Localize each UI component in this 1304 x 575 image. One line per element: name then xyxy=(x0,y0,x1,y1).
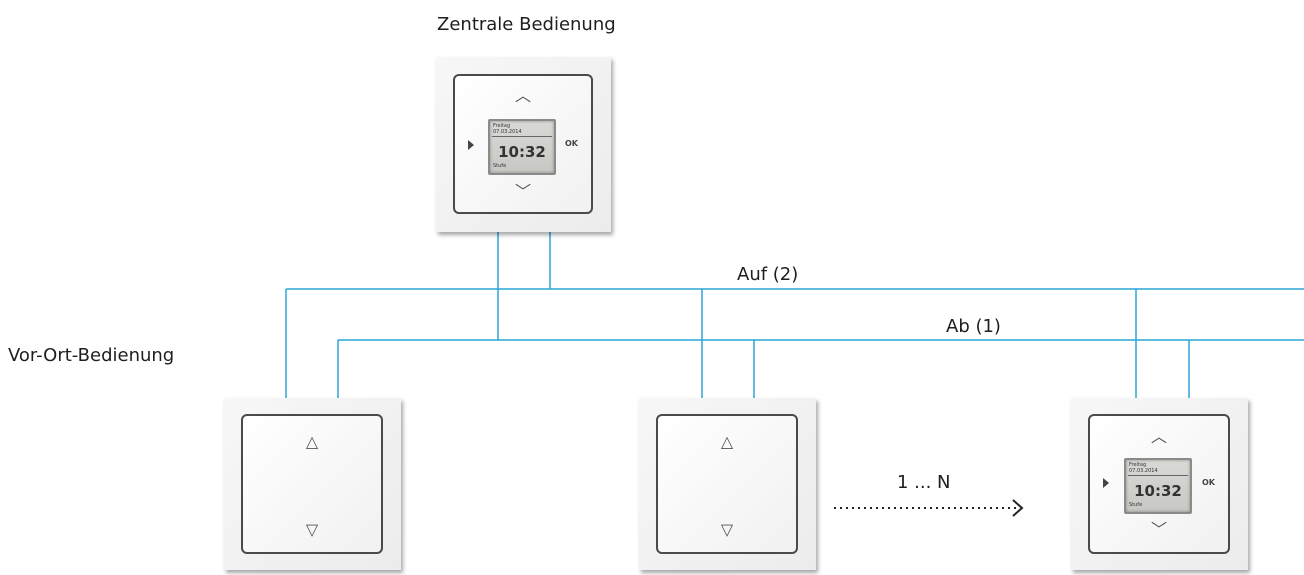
play-marker-icon xyxy=(468,140,474,150)
display-footer: Stufe xyxy=(1129,502,1143,508)
chevron-down-icon: ﹀ xyxy=(1150,520,1167,539)
local-switch-2-rocker[interactable]: △ ▽ xyxy=(656,414,798,554)
play-marker-icon xyxy=(1103,478,1109,488)
auf-line-label: Auf (2) xyxy=(737,264,799,285)
count-arrow-head xyxy=(1012,499,1024,517)
triangle-down-icon: ▽ xyxy=(720,520,734,539)
timer-display: Freitag 07.03.2014 10:32 Stufe xyxy=(488,119,556,175)
ok-label: OK xyxy=(1202,478,1215,487)
timer-display: Freitag 07.03.2014 10:32 Stufe xyxy=(1124,458,1192,514)
local-switch-1: △ ▽ xyxy=(224,398,401,570)
ok-label: OK xyxy=(565,139,578,148)
central-control-label: Zentrale Bedienung xyxy=(437,14,616,35)
local-timer-rocker[interactable]: ︿ ﹀ OK Freitag 07.03.2014 10:32 Stufe xyxy=(1088,414,1230,554)
display-date: 07.03.2014 xyxy=(493,129,522,135)
triangle-down-icon: ▽ xyxy=(305,520,319,539)
chevron-up-icon: ︿ xyxy=(1150,427,1167,446)
display-separator xyxy=(1128,475,1188,476)
display-date: 07.03.2014 xyxy=(1129,468,1158,474)
local-switch-1-rocker[interactable]: △ ▽ xyxy=(241,414,383,554)
display-separator xyxy=(492,136,552,137)
central-timer-rocker[interactable]: ︿ ﹀ OK Freitag 07.03.2014 10:32 Stufe xyxy=(453,74,593,214)
count-label: 1 ... N xyxy=(897,472,951,493)
local-timer-device: ︿ ﹀ OK Freitag 07.03.2014 10:32 Stufe xyxy=(1071,398,1248,570)
display-day: Freitag xyxy=(1129,462,1147,468)
chevron-down-icon: ﹀ xyxy=(514,182,531,201)
ab-line-label: Ab (1) xyxy=(946,316,1001,337)
triangle-up-icon: △ xyxy=(720,432,734,451)
display-time: 10:32 xyxy=(498,143,546,161)
display-footer: Stufe xyxy=(493,163,507,169)
display-time: 10:32 xyxy=(1134,482,1182,500)
local-switch-2: △ ▽ xyxy=(639,398,816,570)
central-timer-device: ︿ ﹀ OK Freitag 07.03.2014 10:32 Stufe xyxy=(436,57,611,232)
triangle-up-icon: △ xyxy=(305,432,319,451)
chevron-up-icon: ︿ xyxy=(514,86,531,105)
local-control-label: Vor-Ort-Bedienung xyxy=(8,345,175,366)
display-day: Freitag xyxy=(493,123,511,129)
